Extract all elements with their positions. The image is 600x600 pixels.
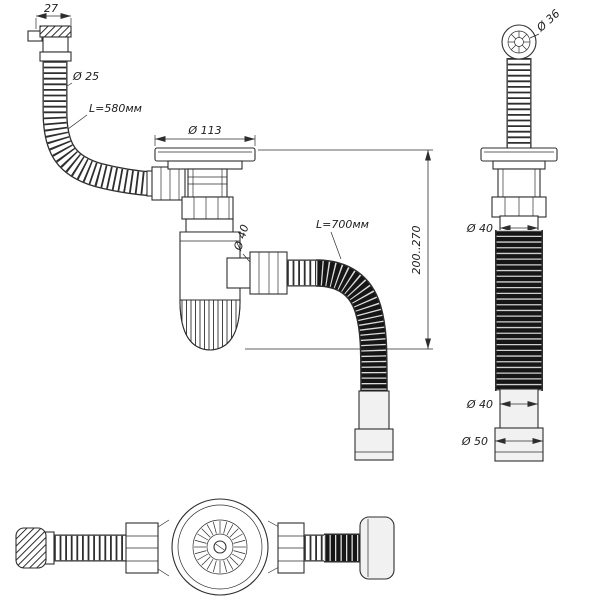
strainer-flange-plan [171, 498, 269, 596]
bottom-right-nut [267, 520, 305, 574]
outlet-hose-dark [316, 273, 374, 393]
overflow-hose-len-label: L=580мм [89, 102, 142, 115]
overflow-head [27, 25, 72, 62]
flange-dia-label: Ø 113 [187, 124, 221, 137]
front-view: 27 Ø 25 L=580мм Ø 113 [27, 2, 433, 461]
drain-body [181, 168, 234, 233]
side-body-dia-label: Ø 40 [466, 222, 493, 235]
side-overflow-cap [501, 24, 537, 60]
overflow-width-label: 27 [44, 2, 58, 15]
height-range-label: 200..270 [410, 226, 423, 275]
bottom-overflow-head [15, 527, 55, 569]
outlet-hose-len-label: L=700мм [316, 218, 369, 231]
side-body-dia-dimension: Ø 40 [466, 222, 538, 235]
side-end-pipe [494, 388, 544, 462]
bottom-view [15, 498, 395, 596]
outlet-dia-label: Ø 40 [231, 223, 251, 253]
bottom-left-nut [125, 519, 170, 577]
body-nut [181, 196, 234, 220]
overflow-union-nut [146, 166, 186, 201]
sink-flange [154, 147, 256, 170]
overflow-width-dimension: 27 [35, 2, 72, 29]
outlet-branch [226, 251, 288, 295]
outlet-end-pipe [354, 390, 394, 461]
overflow-cap [39, 25, 72, 38]
side-view: Ø 36 Ø 40 [461, 7, 563, 462]
side-socket-dia-label: Ø 50 [461, 435, 488, 448]
flange-dia-dimension: Ø 113 [154, 124, 256, 146]
trap-cup [179, 231, 241, 351]
overflow-hose [55, 61, 153, 184]
height-dimension: 200..270 [245, 149, 433, 350]
outlet-nut [249, 251, 288, 295]
trap-cup-knurl [179, 299, 241, 351]
side-body [491, 168, 547, 235]
overflow-hose-dia-label: Ø 25 [72, 70, 99, 83]
side-hose-dia-label: Ø 40 [466, 398, 493, 411]
strainer-slots [193, 521, 247, 574]
side-flange [480, 147, 558, 170]
side-socket-dia-dimension: Ø 50 [461, 435, 543, 448]
bottom-end-fitting [359, 516, 395, 580]
overflow-neck [42, 36, 69, 53]
cap-slots [507, 31, 531, 54]
screw-slot [215, 543, 225, 551]
cap-dia-label: Ø 36 [534, 7, 563, 35]
side-hose-dia-dimension: Ø 40 [466, 398, 538, 411]
overflow-collar [39, 51, 72, 62]
